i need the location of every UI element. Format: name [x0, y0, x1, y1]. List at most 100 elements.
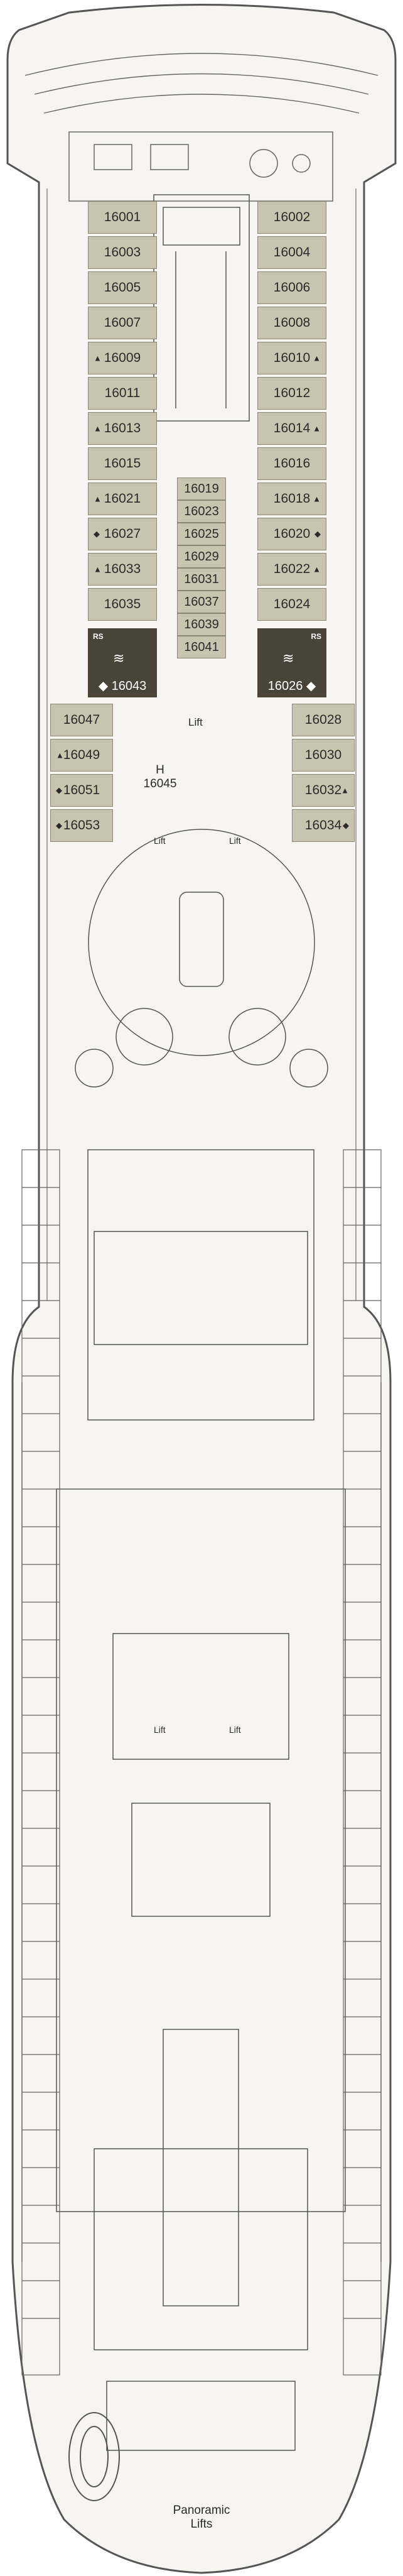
suite-number: ◆ 16043: [98, 679, 147, 693]
inner-cabin[interactable]: 16037: [177, 591, 226, 613]
lift-label: Lift: [154, 1725, 166, 1735]
cabin[interactable]: 16002: [257, 201, 326, 234]
cabin-number: 16027: [104, 527, 141, 541]
hull-outline: [6, 4, 397, 2574]
inner-hull-line: [21, 188, 382, 2262]
waves-icon: ≋: [113, 650, 125, 666]
lift-label: Lift: [229, 1725, 241, 1735]
cabin[interactable]: ◆16053: [50, 809, 113, 842]
cabin[interactable]: 16024: [257, 588, 326, 621]
waves-icon: ≋: [282, 650, 294, 666]
cabin[interactable]: 16016: [257, 447, 326, 480]
cabin[interactable]: ◆16034: [292, 809, 355, 842]
cabin[interactable]: ▲16022: [257, 553, 326, 586]
inner-cabin[interactable]: 16025: [177, 523, 226, 545]
cabin-number: 16013: [104, 421, 141, 435]
inner-cabin[interactable]: 16039: [177, 613, 226, 636]
cabin-marker: ▲: [313, 423, 321, 434]
cabin-number: 16015: [104, 456, 141, 471]
cabin-number: 16012: [273, 386, 311, 400]
cabin-marker: ▲: [56, 750, 64, 760]
cabin[interactable]: ◆16027: [88, 518, 157, 550]
cabin[interactable]: ▲16033: [88, 553, 157, 586]
cabin-number: 16024: [273, 597, 311, 611]
cabin-number: 16008: [273, 315, 311, 330]
cabin[interactable]: 16047: [50, 704, 113, 736]
cabin-number: 16020: [273, 527, 311, 541]
cabin-marker: ◆: [314, 529, 321, 538]
accessible-cabin[interactable]: H 16045: [132, 763, 188, 791]
cabin[interactable]: 16028: [292, 704, 355, 736]
cabin-number: 16014: [273, 421, 311, 435]
stern-feature: [68, 2412, 120, 2501]
side-cabin-grid-left: [21, 1149, 60, 2376]
cabin-number: 16010: [273, 351, 311, 365]
suite-cabin-right[interactable]: RS ≋ 16026 ◆: [257, 628, 326, 697]
panoramic-lifts-label: Panoramic Lifts: [173, 2504, 230, 2531]
inner-cabin[interactable]: 16023: [177, 500, 226, 523]
cabin-number: 16033: [104, 562, 141, 576]
cabin-number: 16009: [104, 351, 141, 365]
cabin-marker: ▲: [313, 494, 321, 504]
bow-pool-area: [68, 131, 333, 202]
cabin-number: 16001: [104, 210, 141, 224]
inner-cabin[interactable]: 16031: [177, 568, 226, 591]
cabin-number: 16053: [63, 818, 100, 832]
inner-cabin[interactable]: 16019: [177, 478, 226, 500]
lift-label: Lift: [188, 716, 203, 728]
cabin[interactable]: 16012: [257, 377, 326, 410]
cabin[interactable]: ▲16013: [88, 412, 157, 445]
cabin[interactable]: ◆16051: [50, 774, 113, 807]
cabin-number: 16003: [104, 245, 141, 259]
cabin-number: 16028: [304, 712, 342, 727]
cabin-number: 16030: [304, 748, 342, 762]
cabin[interactable]: 16035: [88, 588, 157, 621]
cabin[interactable]: 16006: [257, 271, 326, 304]
cabin[interactable]: 16008: [257, 307, 326, 339]
cabin-number: 16018: [273, 491, 311, 506]
cabin-marker: ▲: [94, 564, 102, 574]
cabin[interactable]: 16015: [88, 447, 157, 480]
cabin[interactable]: ▲16032: [292, 774, 355, 807]
suite-code: RS: [93, 632, 104, 641]
cabin[interactable]: 16007: [88, 307, 157, 339]
cabin-number: 16051: [63, 783, 100, 797]
cabin-number: 16035: [104, 597, 141, 611]
cabin-marker: ◆: [343, 821, 349, 830]
cabin-number: 16047: [63, 712, 100, 727]
cabin[interactable]: ▲16010: [257, 342, 326, 374]
cabin-marker: ▲: [341, 785, 349, 795]
cabin[interactable]: 16001: [88, 201, 157, 234]
inner-cabin[interactable]: 16029: [177, 545, 226, 568]
suite-number: 16026 ◆: [267, 679, 316, 693]
cabin-number: 16007: [104, 315, 141, 330]
lift-label: Lift: [229, 836, 241, 846]
cabin[interactable]: 16004: [257, 236, 326, 269]
cabin[interactable]: 16011: [88, 377, 157, 410]
inner-cabin[interactable]: 16041: [177, 636, 226, 658]
accessible-cabin-number: 16045: [143, 777, 177, 790]
suite-code: RS: [311, 632, 321, 641]
cabin-marker: ◆: [56, 821, 62, 830]
cabin[interactable]: ▲16014: [257, 412, 326, 445]
cabin[interactable]: ▲16021: [88, 483, 157, 515]
cabin[interactable]: 16030: [292, 739, 355, 772]
bow-seating: [24, 53, 379, 114]
cabin-number: 16032: [304, 783, 342, 797]
forward-lounge: [75, 829, 328, 1088]
cabin[interactable]: 16005: [88, 271, 157, 304]
cabin-marker: ▲: [94, 353, 102, 363]
suite-cabin-left[interactable]: RS ≋ ◆ 16043: [88, 628, 157, 697]
cabin[interactable]: ▲16018: [257, 483, 326, 515]
cabin[interactable]: ▲16049: [50, 739, 113, 772]
cabin-number: 16002: [273, 210, 311, 224]
cabin-number: 16022: [273, 562, 311, 576]
cabin[interactable]: 16003: [88, 236, 157, 269]
cabin-marker: ▲: [313, 353, 321, 363]
cabin[interactable]: ▲16009: [88, 342, 157, 374]
accessible-icon: H: [156, 763, 164, 777]
lift-label: Lift: [154, 836, 166, 846]
cabin[interactable]: ◆16020: [257, 518, 326, 550]
cabin-number: 16006: [273, 280, 311, 295]
